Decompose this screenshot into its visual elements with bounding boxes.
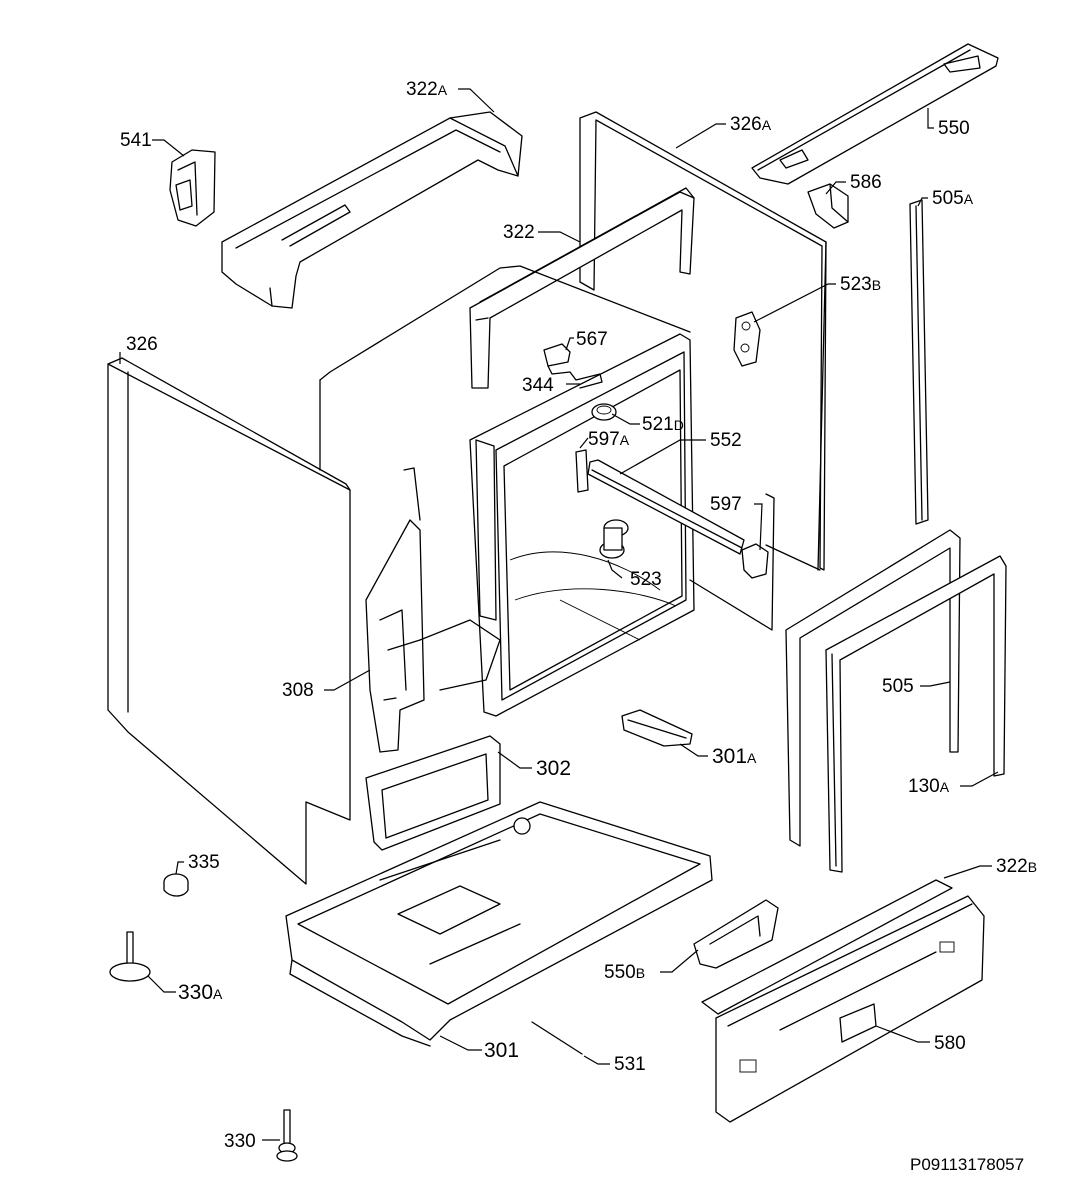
callout-130a: 130A [908,776,950,797]
part-322-top-rail [469,187,695,389]
callout-326a: 326A [730,114,772,135]
part-330-screw [276,1109,298,1162]
callout-597a: 597A [588,429,630,450]
callout-505: 505 [882,676,914,697]
callout-301a: 301A [712,745,757,768]
part-322b-rail [701,879,953,1015]
part-523b-grommet [733,311,761,367]
callout-326: 326 [126,334,158,355]
part-597a-bracket [575,449,589,493]
part-552-cross-rail [587,459,745,555]
callout-301: 301 [484,1039,519,1062]
part-326a-side-panel [579,111,827,571]
callout-586: 586 [850,172,882,193]
part-531-rod [531,1021,583,1055]
part-523-connectors [599,519,629,559]
callout-322b: 322B [996,856,1037,877]
callout-552: 552 [710,430,742,451]
part-550b-bracket [693,899,779,969]
callout-531: 531 [614,1054,646,1075]
callout-labels: 322A 541 326A 550 586 505A 322 523B 326 … [120,79,1037,1152]
part-326-side-panel [107,357,351,885]
tub-cabinet [319,265,821,717]
callout-523: 523 [630,569,662,590]
callout-330a: 330A [178,981,223,1004]
callout-567: 567 [576,329,608,350]
part-335-nut [163,873,189,897]
callout-550: 550 [938,118,970,139]
part-302-frame [365,735,501,851]
callout-541: 541 [120,130,152,151]
callout-597: 597 [710,494,742,515]
part-567-bracket [543,343,603,389]
leader-lines [119,88,999,1141]
callout-550b: 550B [604,962,645,983]
part-308-hinge [365,467,501,753]
part-130a-door-seal [825,555,1007,873]
callout-505a: 505A [932,188,974,209]
callout-523b: 523B [840,274,881,295]
reference-code: P09113178057 [910,1155,1024,1174]
part-322a-top-cover [221,111,523,309]
callout-302: 302 [536,757,571,780]
callout-322a: 322A [406,79,448,100]
callout-580: 580 [934,1033,966,1054]
part-586-bracket [807,183,849,229]
part-505a-seal-strip [909,199,929,525]
part-330a-foot [109,931,151,982]
part-301-base-frame [285,801,713,1047]
part-541-clip [169,149,216,227]
part-597-clip [741,543,769,579]
part-505-door-seal [785,529,961,847]
part-550-top-strip [751,43,999,185]
callout-330: 330 [224,1131,256,1152]
callout-344: 344 [522,375,554,396]
callout-521d: 521D [642,414,684,435]
callout-335: 335 [188,852,220,873]
part-521d-cap [591,403,617,421]
part-301a-holder [621,709,693,747]
callout-322: 322 [503,222,535,243]
callout-308: 308 [282,680,314,701]
